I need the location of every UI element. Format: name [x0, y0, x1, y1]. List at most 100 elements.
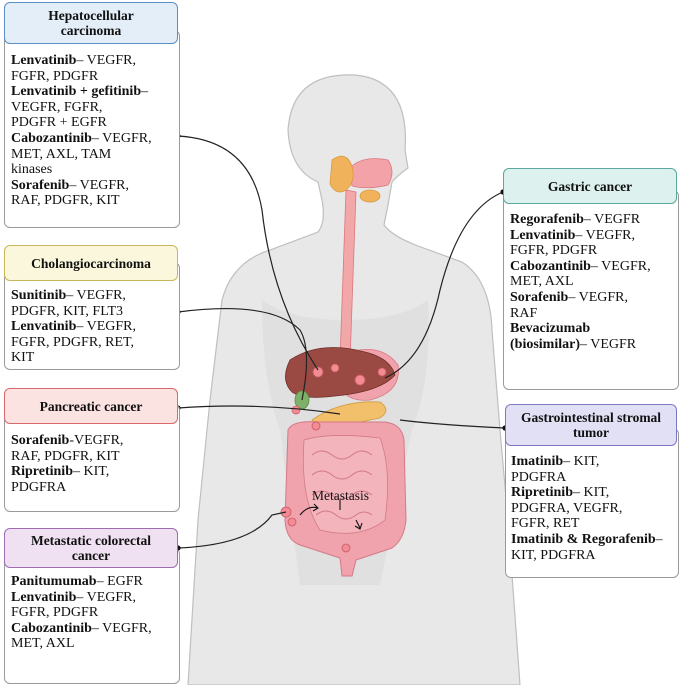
drug-line: Lenvatinib– VEGFR, — [11, 590, 176, 606]
drug-targets: – VEGFR, — [568, 289, 628, 305]
drug-line: FGFR, PDGFR — [510, 243, 675, 259]
drug-line: PDGFR + EGFR — [11, 115, 176, 131]
drug-targets: – VEGFR, — [91, 620, 152, 636]
drug-line: Cabozantinib– VEGFR, — [11, 621, 176, 637]
drug-name: Regorafenib — [510, 212, 584, 227]
drug-targets: RAF, PDGFR, KIT — [11, 193, 120, 209]
drug-targets: – VEGFR, — [590, 258, 651, 274]
liver — [285, 347, 396, 398]
drug-line: PDGFRA, VEGFR, — [511, 501, 676, 517]
drug-targets: MET, AXL — [11, 636, 75, 652]
drug-name: Cabozantinib — [510, 258, 591, 274]
drug-line: PDGFR, KIT, FLT3 — [11, 304, 176, 320]
header-pancreatic-cancer: Pancreatic cancer — [4, 388, 178, 424]
drug-targets: VEGFR, FGFR, — [11, 99, 103, 115]
drug-line: Imatinib– KIT, — [511, 454, 676, 470]
drug-targets: PDGFRA — [511, 469, 567, 485]
drug-name: Sorafenib — [11, 177, 70, 193]
drug-line: PDGFRA — [11, 480, 176, 496]
drug-targets: – VEGFR, — [91, 130, 152, 146]
drug-targets: – KIT, — [72, 464, 110, 480]
drug-targets: PDGFR, KIT, FLT3 — [11, 303, 124, 319]
connector-lines — [177, 135, 506, 549]
drug-targets: FGFR, PDGFR — [510, 243, 598, 259]
drug-line: Sunitinib– VEGFR, — [11, 288, 176, 304]
header-title-line: carcinoma — [60, 23, 122, 38]
drug-line: FGFR, RET — [511, 516, 676, 532]
drug-targets: – VEGFR, — [76, 53, 137, 68]
panel-hepatocellular-carcinoma — [4, 30, 180, 228]
drug-line: RAF — [510, 306, 675, 322]
metastasis-label: Metastasis — [312, 488, 369, 503]
header-cholangiocarcinoma: Cholangiocarcinoma — [4, 245, 178, 281]
drug-line: FGFR, PDGFR — [11, 605, 176, 621]
drug-name: Lenvatinib — [11, 589, 77, 605]
header-title-line: Metastatic colorectal — [30, 533, 152, 548]
panel-metastatic-colorectal-cancer — [4, 548, 180, 684]
panel-gastrointestinal-stromal-tumor — [505, 428, 679, 578]
drug-targets: – EGFR — [96, 574, 143, 589]
drug-line: MET, AXL — [11, 636, 176, 652]
drug-line: kinases — [11, 162, 176, 178]
drug-line: Lenvatinib– VEGFR, — [510, 228, 675, 244]
drug-targets: PDGFR + EGFR — [11, 115, 107, 131]
drug-line: RAF, PDGFR, KIT — [11, 449, 176, 465]
drug-name: Lenvatinib — [510, 227, 576, 243]
drug-targets: RAF — [510, 305, 538, 321]
connector-gist — [399, 419, 506, 429]
drug-targets: – VEGFR, — [66, 288, 126, 303]
header-title: Gastric cancer — [547, 178, 633, 194]
drug-line: Lenvatinib + gefitinib– — [11, 84, 176, 100]
drug-targets: RAF, PDGFR, KIT — [11, 448, 120, 464]
drug-targets: – — [655, 531, 663, 547]
drug-line: MET, AXL, TAM — [11, 147, 176, 163]
drug-targets: – VEGFR, — [69, 177, 129, 193]
drug-targets: FGFR, PDGFR — [11, 605, 99, 621]
drug-name: Sorafenib — [510, 289, 569, 305]
drug-line: Bevacizumab — [510, 321, 675, 337]
header-title-line: tumor — [573, 425, 609, 440]
drug-targets: – VEGFR — [583, 212, 641, 227]
drug-name: Bevacizumab — [510, 321, 591, 337]
oral-cavity — [349, 158, 393, 189]
intestine-coils — [311, 450, 373, 520]
drug-targets: KIT, PDGFRA — [511, 547, 596, 563]
drug-line: Lenvatinib– VEGFR, — [11, 319, 176, 335]
connector-panc — [177, 405, 341, 415]
drug-line: Sorafenib– VEGFR, — [510, 290, 675, 306]
drug-targets: FGFR, PDGFR, RET, — [11, 334, 135, 350]
connector-chol — [177, 308, 308, 401]
drug-targets: – KIT, — [563, 454, 600, 469]
drug-line: Ripretinib– KIT, — [11, 464, 176, 480]
drug-targets: FGFR, RET — [511, 516, 580, 532]
drug-targets: kinases — [11, 162, 53, 178]
drug-targets: – VEGFR, — [76, 319, 137, 335]
panel-gastric-cancer — [503, 190, 679, 390]
drug-line: Cabozantinib– VEGFR, — [510, 259, 675, 275]
drug-line: Sorafenib-VEGFR, — [11, 433, 176, 449]
metastasis-arrows — [299, 500, 363, 530]
drug-line: KIT — [11, 350, 176, 366]
drug-name: Lenvatinib — [11, 53, 77, 68]
drug-line: PDGFRA — [511, 470, 676, 486]
drug-line: Sorafenib– VEGFR, — [11, 178, 176, 194]
connector-gastric — [384, 191, 504, 379]
drug-name: Lenvatinib + gefitinib — [11, 84, 142, 100]
header-title: Pancreatic cancer — [39, 398, 143, 414]
drug-targets: – VEGFR, — [575, 227, 636, 243]
drug-name: Ripretinib — [11, 464, 73, 480]
drug-line: FGFR, PDGFR, RET, — [11, 335, 176, 351]
header-title-line: Hepatocellular — [48, 8, 134, 23]
drug-name: Cabozantinib — [11, 130, 92, 146]
drug-targets: – VEGFR, — [76, 589, 137, 605]
drug-line: Cabozantinib– VEGFR, — [11, 131, 176, 147]
drug-line: Lenvatinib– VEGFR, — [11, 53, 176, 69]
drug-targets: KIT — [11, 350, 35, 366]
